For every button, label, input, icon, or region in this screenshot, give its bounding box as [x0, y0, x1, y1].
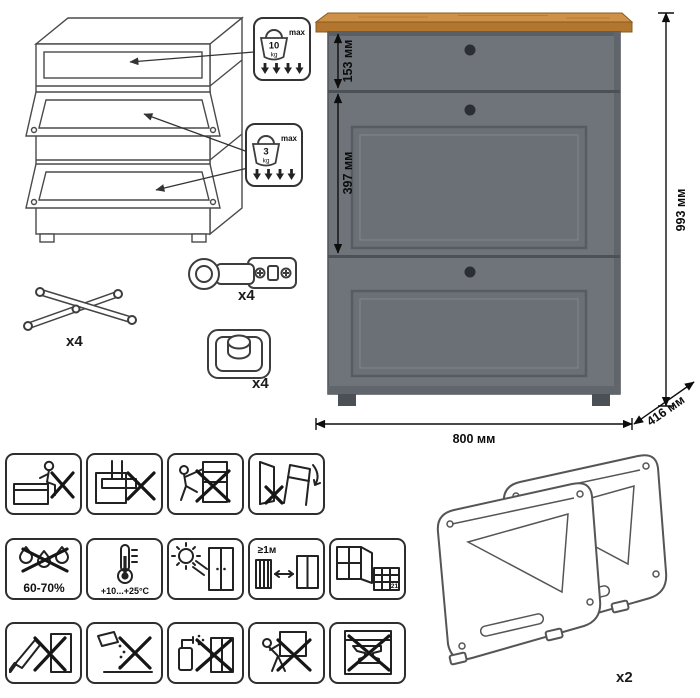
lid-stay-icon [23, 287, 137, 331]
dimension-label: 993 мм [674, 189, 688, 232]
tip-over-icon [258, 460, 321, 506]
drawer-knob [464, 44, 476, 56]
pictogram-avoid-direct-sunlight [167, 538, 244, 600]
anvil-icon [343, 629, 392, 675]
shoe-cabinet [314, 12, 634, 406]
pictogram-row-2: 60-70% +10...+25°С ≥1м [5, 538, 406, 600]
pictogram-no-sharp-objects [5, 622, 82, 684]
base-strip [328, 386, 620, 394]
knife-icon [8, 632, 72, 673]
middle-door-knob [464, 104, 476, 116]
pictogram-no-aggressive-chemicals [167, 622, 244, 684]
dimension-label: 397 мм [341, 152, 355, 195]
top-shadow [328, 32, 620, 36]
bottom-door-panel [350, 289, 588, 378]
no-climbing-icon [178, 460, 231, 503]
weight-value: 10 [269, 41, 280, 52]
stay-quantity: x4 [66, 333, 83, 350]
weight-max-label: max [289, 28, 306, 37]
humidity-value: 60-70% [23, 581, 65, 595]
weight-limit-badge-drawer: 10 kg max [253, 17, 311, 81]
dimension-label: 800 мм [453, 432, 496, 446]
sun-icon [170, 541, 234, 591]
wood-top-edge [315, 21, 633, 33]
weight-limit-badge-door: 3 kg max [245, 123, 303, 187]
kettlebell-weight-icon: 3 kg [251, 135, 281, 167]
dimension-width: 800 мм [315, 418, 633, 446]
flip-mechanism-front [436, 482, 602, 666]
window-calendar-icon: 21 [335, 545, 400, 591]
pictogram-ventilation-acclimation: 21 [329, 538, 406, 600]
dimension-total-height: 993 мм [658, 12, 688, 407]
bottom-door-knob [464, 266, 476, 278]
humidity-icon: 60-70% [18, 545, 69, 595]
wireframe-cabinet-drawing: 10 kg max 3 kg max [25, 16, 311, 243]
leader-line-door1 [143, 113, 249, 153]
wood-grain [358, 15, 610, 19]
leader-line-door2 [155, 167, 249, 192]
plate-quantity: x4 [252, 375, 269, 392]
flip-mechanism-drawing: x2 [436, 454, 668, 686]
hinge-hardware-drawing: x4 [188, 257, 297, 304]
no-standing-icon [94, 459, 156, 504]
mounting-plate-icon [207, 329, 271, 379]
mechanism-quantity: x2 [616, 669, 633, 686]
pictogram-tip-over-warning [248, 453, 325, 515]
pictogram-no-heavy-objects [329, 622, 406, 684]
right-foot [592, 394, 610, 406]
groove-1 [328, 90, 620, 93]
left-foot [338, 394, 356, 406]
leader-line-drawer [129, 51, 255, 66]
product-render: 153 мм 397 мм 993 мм 800 мм 416 мм [314, 12, 695, 446]
dimension-depth: 416 мм [633, 381, 695, 429]
bottom-door-panel-inner [359, 298, 579, 369]
middle-door-panel-inner [359, 134, 579, 241]
dimension-door-height: 397 мм [333, 93, 355, 254]
pictogram-no-abrasive-cleaners [86, 622, 163, 684]
weight-value: 3 [263, 147, 268, 158]
distance-icon: ≥1м [254, 545, 319, 589]
down-arrows-icon [253, 169, 296, 180]
carrying-person-icon [261, 630, 312, 672]
right-edge-shade [614, 32, 620, 394]
hinge-icon [188, 257, 297, 290]
down-arrows-icon [261, 63, 304, 74]
pictogram-row-1 [5, 453, 325, 515]
groove-2 [328, 255, 620, 258]
dimension-drawer-height: 153 мм [333, 33, 355, 89]
spray-bottle-icon [177, 634, 234, 673]
lid-stay-hardware-drawing: x4 [23, 287, 137, 350]
pictogram-do-not-move-loaded [248, 622, 325, 684]
weight-max-label: max [281, 134, 298, 143]
no-sitting-icon [12, 460, 75, 505]
pictogram-humidity-range: 60-70% [5, 538, 82, 600]
temperature-value: +10...+25°С [100, 586, 149, 596]
weight-unit: kg [263, 158, 270, 165]
pictogram-heat-source-distance: ≥1м [248, 538, 325, 600]
thermometer-icon: +10...+25°С [100, 543, 149, 596]
pictogram-row-3 [5, 622, 406, 684]
acclimation-days: 21 [390, 583, 398, 590]
hinge-quantity: x4 [238, 287, 255, 304]
pictogram-no-climbing [167, 453, 244, 515]
kettlebell-weight-icon: 10 kg [259, 29, 289, 61]
pictogram-no-standing-on-drawer [86, 453, 163, 515]
mounting-plate-hardware-drawing: x4 [207, 329, 271, 392]
pouring-powder-icon [96, 630, 153, 673]
dimension-label: 153 мм [341, 40, 355, 83]
middle-door-panel [350, 125, 588, 250]
distance-value: ≥1м [257, 545, 275, 556]
pictogram-temperature-range: +10...+25°С [86, 538, 163, 600]
pictogram-no-sitting [5, 453, 82, 515]
cabinet-wireframe [25, 16, 244, 243]
weight-unit: kg [271, 52, 278, 59]
